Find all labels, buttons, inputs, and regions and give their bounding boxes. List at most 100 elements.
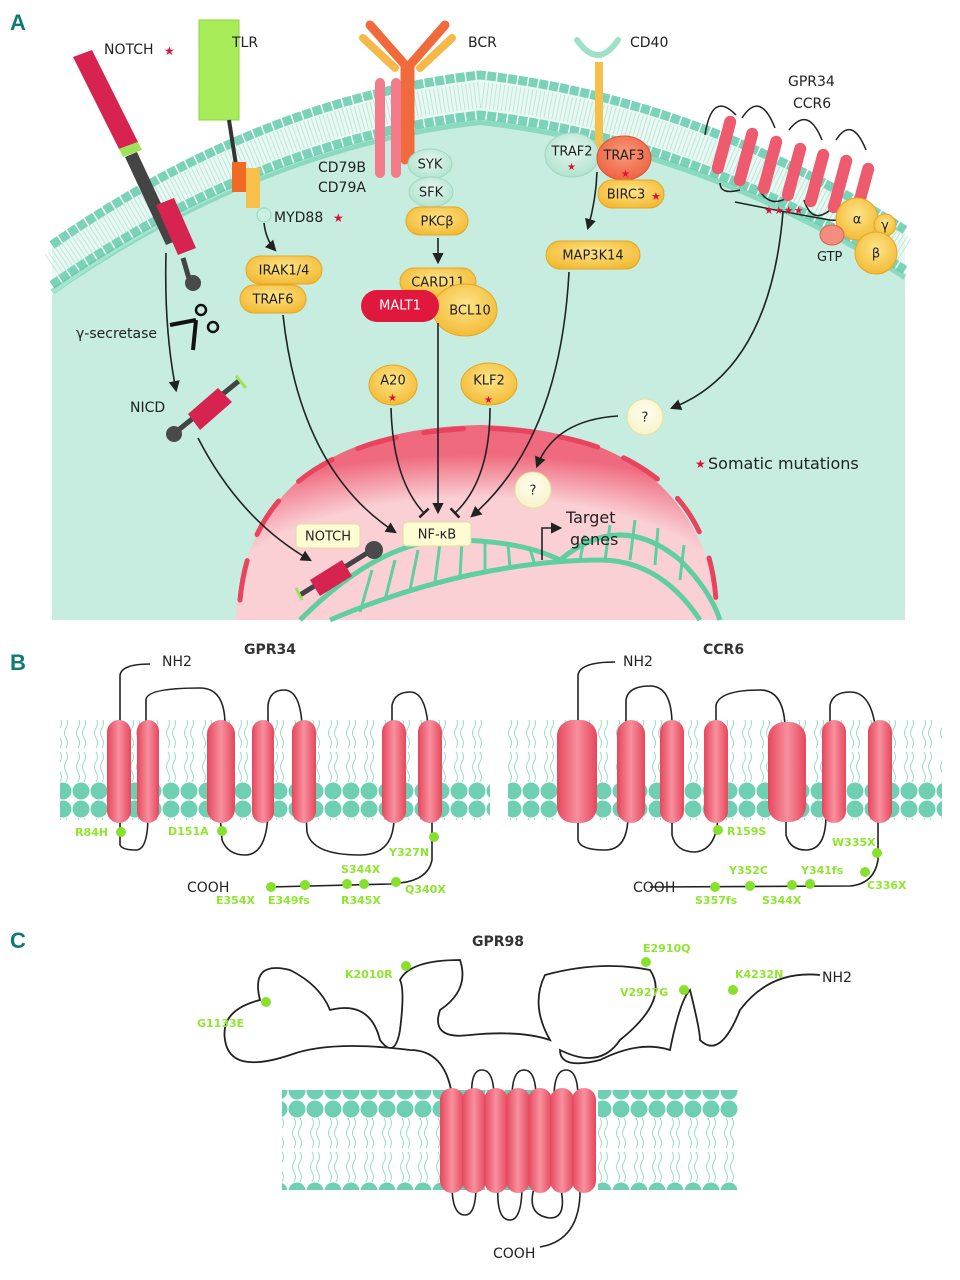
svg-text:TRAF3: TRAF3 (602, 149, 644, 164)
svg-text:KLF2: KLF2 (473, 374, 505, 389)
g-gamma-label: γ (881, 219, 889, 234)
svg-text:MAP3K14: MAP3K14 (562, 249, 623, 264)
mutation-k4232n: K4232N (735, 968, 783, 981)
myd88-to-irak-arrow (263, 222, 277, 252)
mutation-g1133e: G1133E (197, 1017, 244, 1030)
sfk-node: SFK (408, 176, 454, 208)
gtp-label: GTP (817, 250, 843, 265)
svg-text:PKCβ: PKCβ (420, 215, 453, 230)
gpr34-nh2: NH2 (162, 654, 192, 670)
gpr34-diagram (60, 663, 490, 892)
map3k14-node: MAP3K14 (545, 240, 641, 270)
svg-text:IRAK1/4: IRAK1/4 (259, 264, 310, 279)
bcr-receptor (359, 20, 456, 178)
myd88-mutation-star: ★ (333, 211, 344, 225)
unknown-node-1: ? (626, 398, 664, 436)
irak-node: IRAK1/4 (245, 255, 323, 285)
a20-node: A20 ★ (368, 364, 418, 406)
malt1-node: MALT1 (361, 290, 439, 322)
g-protein: α γ β GTP (817, 197, 898, 275)
mutation-c336x: C336X (867, 879, 907, 892)
ccr6-title: CCR6 (703, 642, 744, 658)
gpr98-mutation-dots (261, 957, 738, 1007)
mutation-r345x: R345X (341, 894, 381, 907)
mutation-y327n: Y327N (388, 846, 429, 859)
gpr34-mutation-stars: ★★★★ (764, 204, 804, 217)
unknown-node-2: ? (514, 471, 552, 509)
gpr98-cooh: COOH (493, 1246, 535, 1262)
svg-text:★: ★ (567, 162, 576, 173)
svg-text:NF-κB: NF-κB (418, 528, 456, 543)
traf3-node: TRAF3 ★ (596, 135, 652, 181)
nicd-fragment (166, 375, 248, 442)
syk-node: SYK (407, 148, 453, 180)
mutation-k2010r: K2010R (345, 968, 393, 981)
gpr34-to-unknown-arrow (669, 211, 784, 410)
nicd-label: NICD (130, 400, 165, 416)
cd40-receptor (574, 37, 621, 148)
g-beta-label: β (872, 247, 880, 262)
target-genes-label-1: Target (565, 508, 616, 527)
mutation-q340x: Q340X (405, 883, 446, 896)
svg-text:?: ? (642, 411, 649, 426)
dna-helix (298, 519, 723, 623)
gpr34-mutation-dots (116, 826, 439, 892)
svg-text:★: ★ (484, 395, 493, 406)
tlr-receptor (198, 19, 272, 223)
traf6-node: TRAF6 (239, 284, 307, 314)
gpr34-title: GPR34 (244, 642, 296, 658)
svg-text:MALT1: MALT1 (379, 299, 421, 314)
birc3-node: BIRC3 ★ (597, 179, 665, 209)
gpr34-label-a: GPR34 (788, 74, 835, 90)
notch-nuclear-node: NOTCH (295, 523, 361, 549)
ccr6-nh2: NH2 (623, 654, 653, 670)
svg-text:?: ? (530, 484, 537, 499)
legend-somatic-mutations: Somatic mutations (708, 454, 859, 473)
notch-cleavage-arrow (164, 252, 180, 393)
myd88-label: MYD88 (274, 210, 323, 226)
svg-text:NOTCH: NOTCH (305, 530, 351, 545)
tlr-label: TLR (231, 35, 258, 51)
pkcb-node: PKCβ (405, 206, 469, 236)
cd40-label: CD40 (630, 35, 668, 51)
target-genes-label-2: genes (570, 530, 618, 549)
notch-receptor (73, 50, 201, 291)
unknown-to-unknown-arrow (535, 415, 619, 469)
gpr34-cooh: COOH (187, 880, 229, 896)
mutation-s344x: S344X (341, 863, 381, 876)
klf2-node: KLF2 ★ (460, 362, 518, 406)
nfkb-node: NF-κB (402, 521, 472, 547)
mutation-e354x: E354X (216, 894, 255, 907)
svg-text:TRAF6: TRAF6 (251, 293, 293, 308)
mutation-y352c: Y352C (728, 864, 768, 877)
mutation-s344x-ccr6: S344X (762, 894, 802, 907)
gpr98-diagram (223, 957, 821, 1248)
g-alpha-label: α (853, 213, 862, 228)
mutation-e2910q: E2910Q (643, 942, 690, 955)
scissors-icon (169, 303, 220, 351)
mutation-y341fs: Y341fs (800, 864, 844, 877)
svg-text:★: ★ (651, 190, 661, 203)
plasma-membrane (44, 70, 912, 295)
svg-text:★: ★ (388, 393, 397, 404)
mutation-e349fs: E349fs (268, 894, 310, 907)
ccr6-diagram (508, 661, 942, 892)
mutation-s357fs: S357fs (695, 894, 738, 907)
svg-text:★: ★ (621, 169, 630, 180)
mutation-r159s: R159S (727, 825, 766, 838)
bcl10-node: BCL10 (432, 283, 498, 337)
ccr6-label-a: CCR6 (793, 96, 831, 112)
svg-text:SYK: SYK (418, 158, 443, 173)
legend-star-icon: ★ (695, 457, 706, 471)
mutation-v2927g: V2927G (620, 986, 668, 999)
ccr6-cooh: COOH (633, 880, 675, 896)
map3k14-to-nfkb-arrow (470, 271, 570, 518)
svg-text:A20: A20 (380, 374, 405, 389)
traf2-node: TRAF2 ★ (544, 132, 600, 178)
traf6-to-nfkb-arrow (282, 314, 397, 534)
klf2-inhibits-nfkb (449, 407, 491, 519)
cd79b-label: CD79B (318, 160, 366, 176)
a20-inhibits-nfkb (390, 407, 430, 519)
bcr-label: BCR (468, 35, 497, 51)
gpr98-nh2: NH2 (822, 970, 852, 986)
